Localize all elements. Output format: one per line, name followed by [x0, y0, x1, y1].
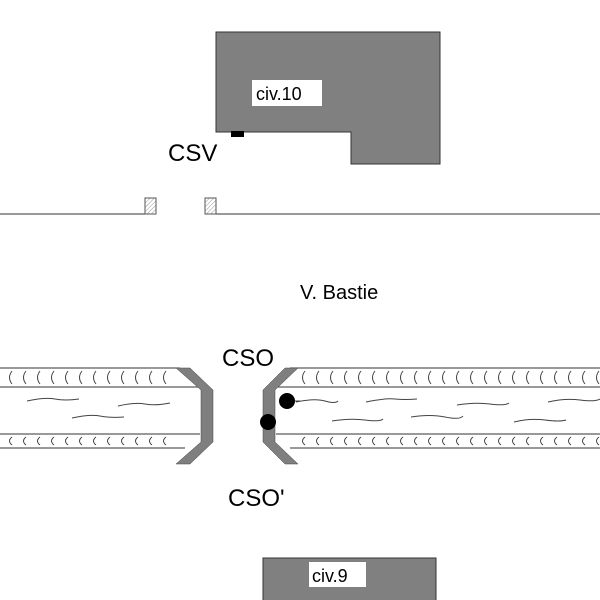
insulation-arc: [93, 370, 97, 385]
insulation-arc: [540, 370, 544, 385]
insulation-arc: [568, 370, 572, 385]
csv-marker[interactable]: [231, 131, 244, 137]
insulation-arc: [37, 436, 41, 446]
insulation-arc: [149, 370, 153, 385]
insulation-arc: [121, 370, 125, 385]
insulation-arc: [107, 436, 111, 446]
building-civ10[interactable]: civ.10: [215, 31, 441, 165]
insulation-arc: [372, 436, 376, 446]
valve-bracket-right: [262, 367, 299, 465]
insulation-arc: [344, 436, 348, 446]
insulation-arc: [470, 370, 474, 385]
insulation-arc: [442, 370, 446, 385]
insulation-arc: [79, 370, 83, 385]
cso-prime-marker[interactable]: [260, 414, 276, 430]
pipe-left: [0, 367, 200, 449]
insulation-arc: [9, 370, 13, 385]
insulation-arc: [135, 436, 139, 446]
insulation-arc: [512, 370, 516, 385]
insulation-arc: [554, 370, 558, 385]
insulation-arc: [9, 436, 13, 446]
insulation-arc: [554, 436, 558, 446]
csv-label: CSV: [168, 140, 217, 167]
insulation-arc: [596, 436, 600, 446]
insulation-arc: [540, 436, 544, 446]
insulation-arc: [163, 370, 167, 385]
building-civ9[interactable]: civ.9: [262, 557, 437, 600]
insulation-arc: [51, 436, 55, 446]
insulation-arc: [386, 370, 390, 385]
insulation-arc: [23, 436, 27, 446]
insulation-arc: [526, 436, 530, 446]
insulation-arc: [596, 370, 600, 385]
insulation-arc: [498, 436, 502, 446]
cso-marker[interactable]: [279, 393, 295, 409]
pipe-right: [276, 367, 600, 449]
insulation-arc: [302, 436, 306, 446]
pipe-right-water: [295, 398, 600, 423]
insulation-arc: [65, 370, 69, 385]
insulation-arc: [582, 436, 586, 446]
insulation-arc: [484, 370, 488, 385]
insulation-arc: [414, 370, 418, 385]
insulation-arc: [456, 370, 460, 385]
insulation-arc: [568, 436, 572, 446]
pipe-left-water: [26, 397, 171, 419]
insulation-arc: [428, 370, 432, 385]
building-civ10-shape: [215, 31, 441, 165]
insulation-arc: [316, 370, 320, 385]
pipe-left-insulation: [9, 370, 167, 446]
insulation-arc: [358, 436, 362, 446]
insulation-arc: [79, 436, 83, 446]
insulation-arc: [400, 436, 404, 446]
insulation-arc: [512, 436, 516, 446]
gate-post-left: [144, 197, 157, 215]
insulation-arc: [107, 370, 111, 385]
insulation-arc: [442, 436, 446, 446]
insulation-arc: [51, 370, 55, 385]
insulation-arc: [37, 370, 41, 385]
building-civ10-label: civ.10: [256, 84, 302, 104]
building-civ9-label-box: [309, 562, 366, 587]
insulation-arc: [358, 370, 362, 385]
insulation-arc: [372, 370, 376, 385]
cso-label: CSO: [222, 345, 274, 372]
insulation-arc: [316, 436, 320, 446]
building-civ10-label-box: [252, 80, 322, 106]
insulation-arc: [526, 370, 530, 385]
insulation-arc: [163, 436, 167, 446]
insulation-arc: [400, 370, 404, 385]
insulation-arc: [330, 436, 334, 446]
insulation-arc: [344, 370, 348, 385]
insulation-arc: [93, 436, 97, 446]
insulation-arc: [330, 370, 334, 385]
insulation-arc: [414, 436, 418, 446]
insulation-arc: [484, 436, 488, 446]
insulation-arc: [121, 436, 125, 446]
insulation-arc: [456, 436, 460, 446]
boundary-fence: [0, 197, 600, 215]
insulation-arc: [135, 370, 139, 385]
insulation-arc: [470, 436, 474, 446]
pipe-right-insulation: [302, 370, 600, 446]
insulation-arc: [65, 436, 69, 446]
insulation-arc: [149, 436, 153, 446]
insulation-arc: [582, 370, 586, 385]
building-civ9-label: civ.9: [312, 566, 348, 586]
insulation-arc: [302, 370, 306, 385]
street-name: V. Bastie: [300, 282, 378, 304]
insulation-arc: [498, 370, 502, 385]
insulation-arc: [428, 436, 432, 446]
cso-prime-label: CSO': [228, 485, 285, 512]
insulation-arc: [23, 370, 27, 385]
gate-post-right: [204, 197, 217, 215]
insulation-arc: [386, 436, 390, 446]
valve-bracket-left: [175, 367, 214, 465]
